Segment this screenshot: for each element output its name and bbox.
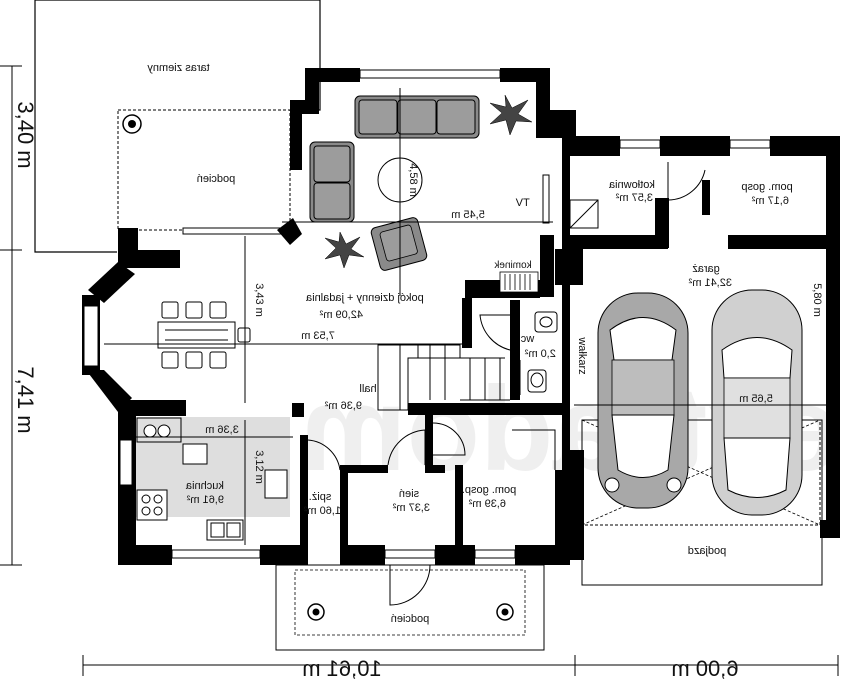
walls: [82, 68, 840, 565]
room-area: 9,36 m²: [324, 400, 362, 412]
dimension-label: 7,53 m: [301, 330, 335, 342]
dimension-label: 4,58 m: [407, 163, 419, 197]
room-name: kuchnia: [185, 480, 224, 492]
dimension-label: 5,80 m: [811, 283, 823, 317]
dimension-label: 7,41 m: [13, 366, 38, 433]
dimension-label: 10,61 m: [302, 656, 382, 681]
plant-icon: [324, 94, 533, 269]
armchair-icon: [370, 217, 428, 271]
room-area: 2,0 m²: [524, 348, 556, 360]
room-labels: taras ziemny podcień pokój dzienny + jad…: [147, 62, 793, 625]
room-area: 1,60 m²: [303, 505, 341, 517]
room-name: kominek: [493, 260, 531, 271]
dimension-labels: 4,58 m 5,45 m 3,43 m 7,53 m 5,80 m 5,65 …: [13, 101, 823, 681]
room-area: 3,37 m²: [392, 502, 430, 514]
room-area: 3,57 m²: [615, 192, 653, 204]
dimension-label: 5,45 m: [451, 209, 485, 221]
room-name: wałkarz: [576, 336, 588, 374]
car-icon: [711, 289, 803, 516]
doors: [307, 162, 706, 606]
dimension-lines: [0, 65, 839, 676]
fireplace-icon: [499, 271, 539, 293]
staircase: [377, 344, 510, 411]
kitchen-fixtures: [136, 417, 288, 541]
room-name: pokój dzienny + jadalnia: [305, 292, 424, 304]
dimension-label: 3,43 m: [253, 283, 265, 317]
room-area: 9,61 m²: [186, 494, 224, 506]
room-name: wc: [520, 333, 535, 345]
dimension-label: 6,00 m: [671, 656, 738, 681]
room-name: TV: [515, 197, 530, 209]
room-name: garaż: [692, 263, 720, 275]
room-name: spiż.: [309, 491, 332, 503]
room-name: pom. gosp.: [462, 484, 516, 496]
terrace: [34, 0, 321, 253]
dimension-label: 3,40 m: [13, 101, 38, 168]
room-name: pom. gosp: [741, 181, 792, 193]
room-name: sień: [399, 488, 419, 500]
windows: [83, 69, 771, 559]
wc-fixtures: [527, 311, 558, 393]
porch-columns: [307, 603, 514, 621]
room-name: taras ziemny: [147, 62, 210, 74]
car-icon: [597, 292, 689, 509]
dimension-label: 3,36 m: [205, 424, 239, 436]
room-name: podcień: [391, 613, 430, 625]
room-area: 6,17 m²: [751, 195, 789, 207]
room-area: 6,39 m²: [468, 498, 506, 510]
room-name: podcień: [197, 173, 236, 185]
dining-table-icon: [157, 301, 251, 369]
carport-dashed: [581, 419, 821, 526]
dimension-label: 3,12 m: [253, 450, 265, 484]
room-area: 42,09 m²: [319, 309, 363, 321]
room-name: hall: [359, 383, 376, 395]
entrance-porch: [275, 564, 545, 651]
dimension-label: 5,65 m: [739, 393, 773, 405]
tv-icon: [542, 174, 550, 224]
room-name: podjazd: [688, 545, 727, 557]
sofa-icon: [309, 95, 480, 223]
room-area: 32,41 m²: [688, 277, 732, 289]
room-name: kotłownia: [608, 179, 655, 191]
